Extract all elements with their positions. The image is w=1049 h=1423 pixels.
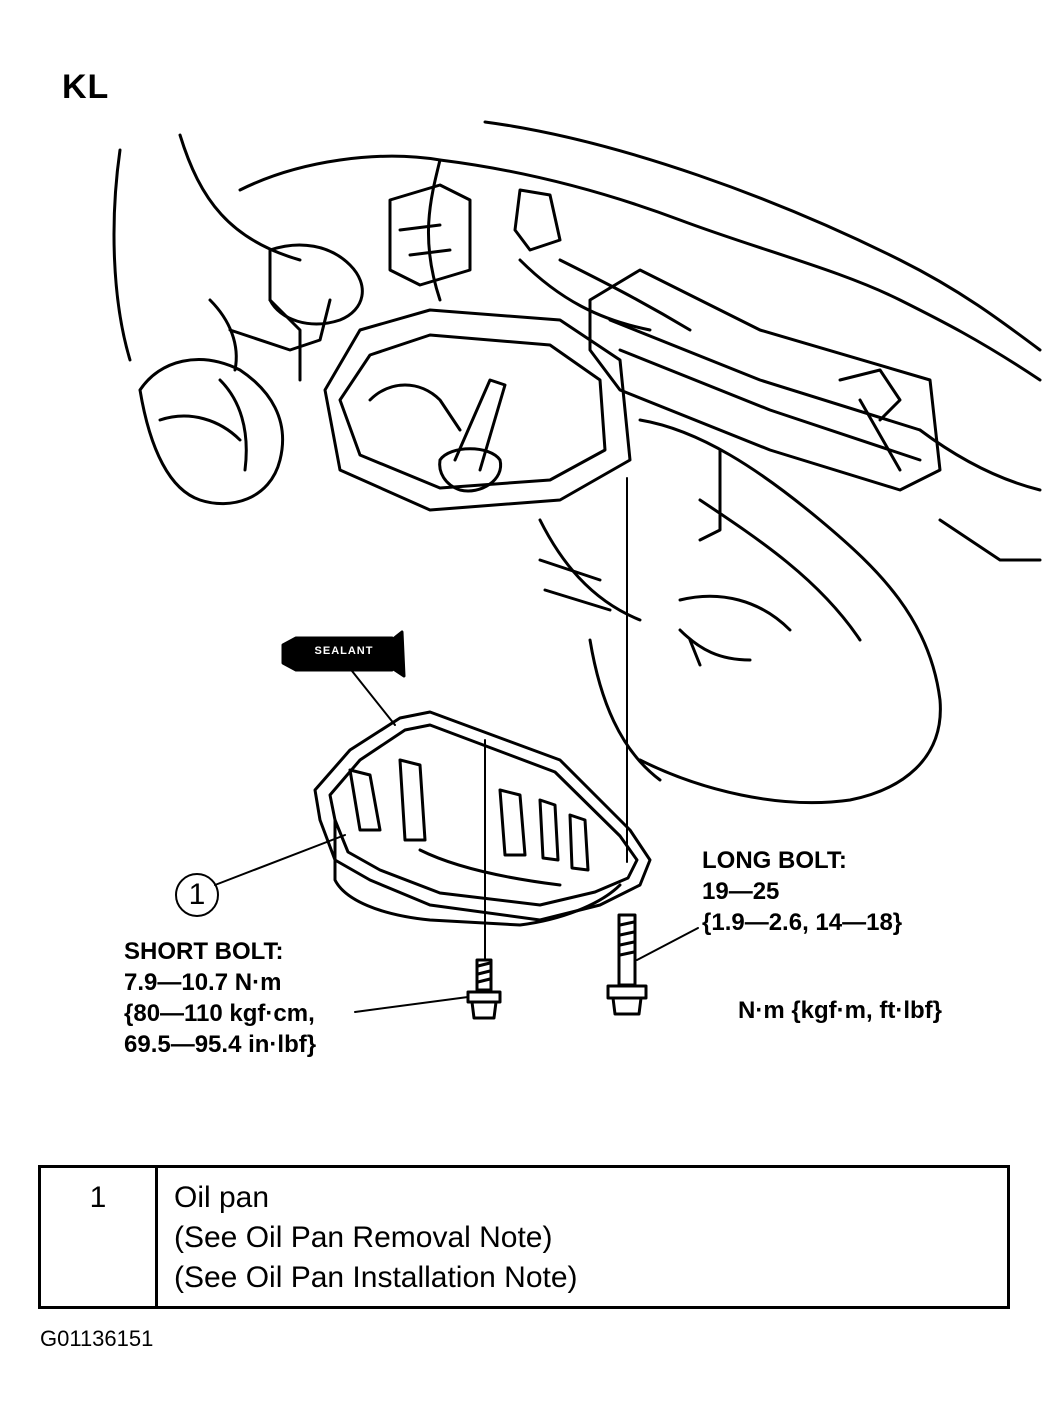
long-bolt-torque-line: {1.9—2.6, 14—18}	[702, 909, 903, 936]
short-bolt-torque-line: 7.9—10.7 N·m	[124, 969, 282, 996]
long-bolt-torque-line: 19—25	[702, 878, 780, 905]
short-bolt-torque-line: 69.5—95.4 in·lbf}	[124, 1031, 317, 1058]
part-note: (See Oil Pan Installation Note)	[174, 1261, 578, 1294]
sealant-label: SEALANT	[314, 645, 374, 657]
part-description-cell: Oil pan (See Oil Pan Removal Note) (See …	[155, 1165, 1010, 1309]
oil-pan-part	[313, 710, 652, 927]
short-bolt-torque-spec: SHORT BOLT: 7.9—10.7 N·m {80—110 kgf·cm, 69…	[124, 936, 316, 1060]
engine-chassis-outline	[112, 120, 1042, 805]
torque-units-legend: N·m {kgf·m, ft·lbf}	[738, 997, 942, 1024]
part-number-cell: 1	[38, 1165, 158, 1309]
figure-id: G01136151	[40, 1326, 154, 1351]
long-bolt-torque-spec: LONG BOLT: 19—25 {1.9—2.6, 14—18}	[702, 845, 902, 938]
short-bolt-part	[466, 958, 502, 1020]
long-bolt-part	[606, 913, 648, 1016]
parts-table: 1 Oil pan (See Oil Pan Removal Note) (Se…	[38, 1165, 1010, 1309]
engine-code-label: KL	[62, 68, 110, 106]
long-bolt-title: LONG BOLT:	[702, 847, 847, 874]
part-callout-1: 1	[175, 873, 219, 917]
short-bolt-title: SHORT BOLT:	[124, 938, 284, 965]
short-bolt-torque-line: {80—110 kgf·cm,	[124, 1000, 315, 1027]
part-note: (See Oil Pan Removal Note)	[174, 1221, 553, 1254]
table-row: 1 Oil pan (See Oil Pan Removal Note) (Se…	[38, 1165, 1010, 1309]
oil-pan-exploded-diagram	[112, 120, 1042, 1020]
sealant-tube-icon	[281, 630, 406, 726]
part-name: Oil pan	[174, 1181, 270, 1214]
